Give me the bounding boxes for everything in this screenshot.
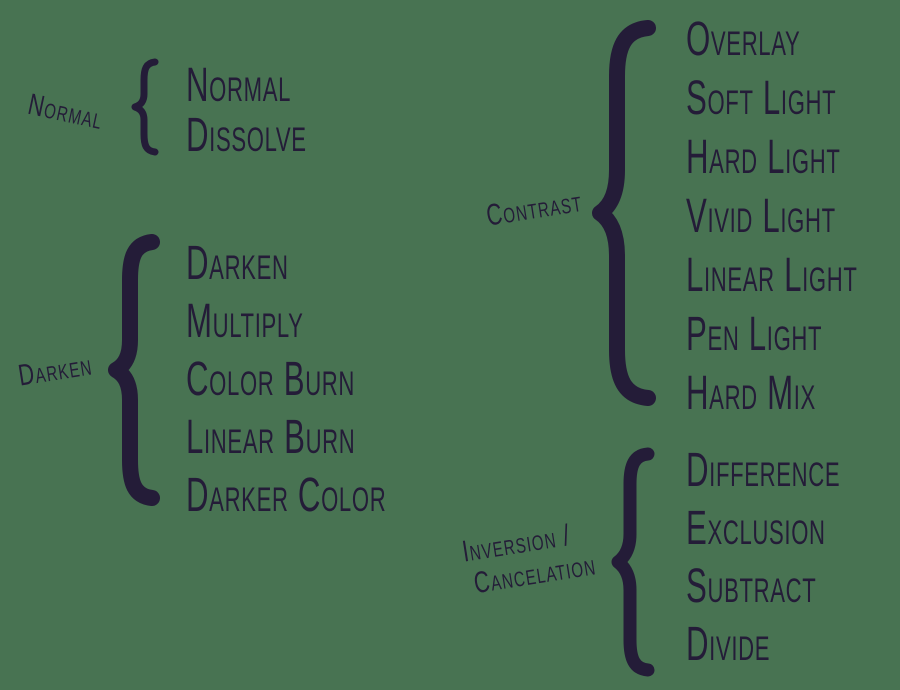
group-label-inversion-cancelation: Inversion / Cancelation — [460, 516, 598, 601]
brace-contrast — [592, 20, 656, 406]
blend-mode-item: Exclusion — [686, 502, 826, 555]
blend-mode-item: Soft Light — [686, 72, 837, 125]
blend-mode-item: Hard Mix — [686, 367, 816, 420]
blend-mode-item: Vivid Light — [686, 190, 836, 243]
group-items-darken: Darken Multiply Color Burn Linear Burn D… — [186, 235, 386, 525]
blend-mode-item: Darker Color — [186, 469, 387, 522]
blend-mode-item: Subtract — [686, 560, 817, 613]
brace-darken — [108, 234, 160, 506]
blend-mode-item: Dissolve — [186, 109, 307, 162]
group-items-normal: Normal Dissolve — [186, 61, 307, 161]
blend-mode-item: Hard Light — [686, 131, 841, 184]
group-items-inversion: Difference Exclusion Subtract Divide — [686, 442, 840, 674]
brace-normal — [131, 58, 159, 156]
brace-inversion — [611, 447, 655, 677]
blend-mode-item: Overlay — [686, 13, 801, 66]
blend-mode-item: Normal — [186, 59, 292, 112]
group-items-contrast: Overlay Soft Light Hard Light Vivid Ligh… — [686, 10, 858, 423]
group-label-contrast: Contrast — [484, 184, 585, 233]
blend-mode-item: Color Burn — [186, 353, 356, 406]
blend-mode-item: Pen Light — [686, 308, 823, 361]
group-label-normal: Normal — [25, 88, 107, 137]
blend-mode-item: Difference — [686, 444, 841, 497]
blend-mode-item: Linear Burn — [186, 411, 356, 464]
blend-mode-item: Multiply — [186, 295, 304, 348]
blend-mode-item: Darken — [186, 237, 289, 290]
blend-mode-item: Divide — [686, 618, 771, 671]
blend-mode-item: Linear Light — [686, 249, 858, 302]
group-label-darken: Darken — [16, 348, 95, 393]
